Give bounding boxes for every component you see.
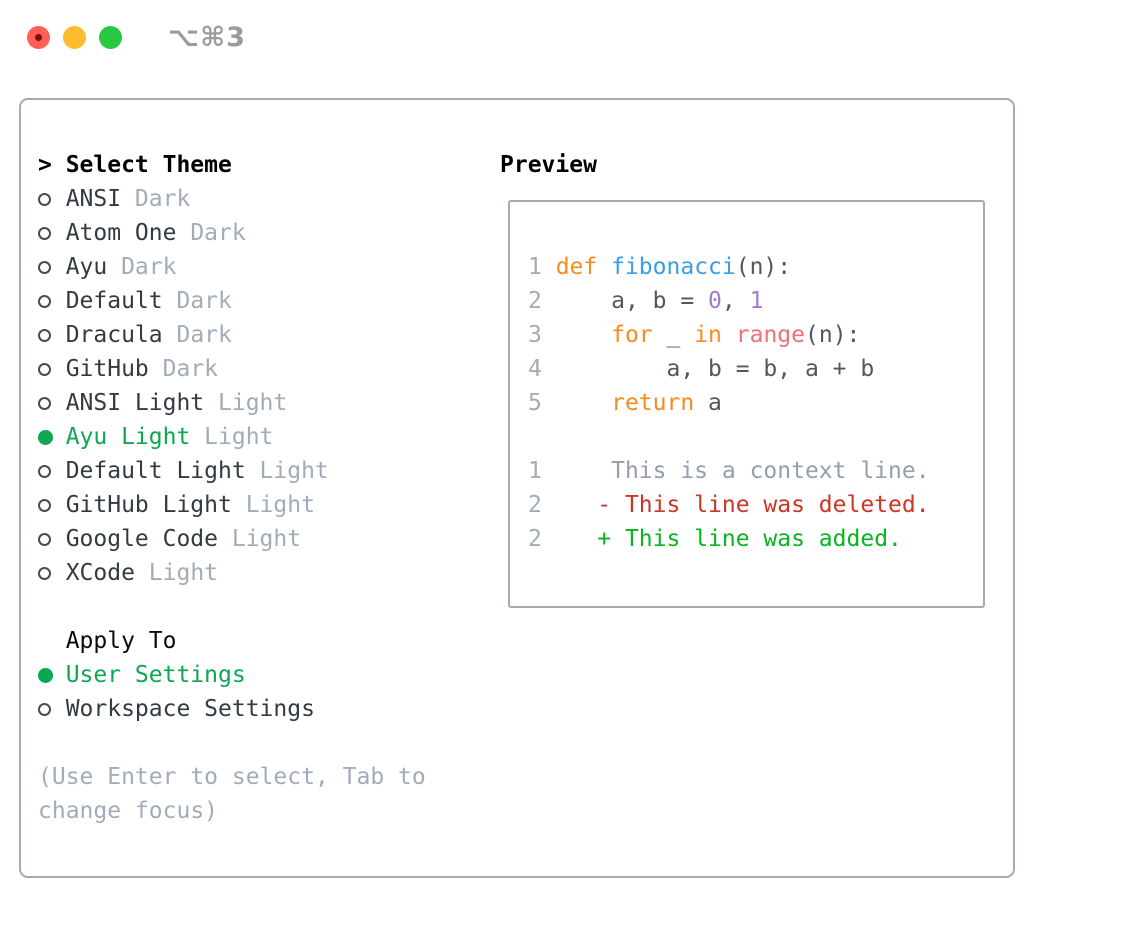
item-label: Ayu Light [65,424,191,450]
item-label: Atom One [65,220,177,246]
gap [38,726,458,760]
radio-selected-icon [38,667,66,683]
code-line: 1 def fibonacci(n): [528,254,792,280]
select-theme-title: Select Theme [65,152,232,178]
item-variant-label: Dark [176,322,232,348]
radio-icon [38,362,66,376]
radio-icon [38,192,66,206]
close-button[interactable] [27,26,50,49]
theme-item-github[interactable]: GitHub Dark [38,352,458,386]
item-label: Ayu [65,254,108,280]
item-label: Default [65,288,163,314]
diff-line-added: 2 + This line was added. [528,526,902,552]
theme-item-dracula[interactable]: Dracula Dark [38,318,458,352]
window-shortcut-label: ⌥⌘3 [168,22,246,53]
theme-item-atom-one[interactable]: Atom One Dark [38,216,458,250]
theme-item-xcode[interactable]: XCode Light [38,556,458,590]
minimize-button[interactable] [63,26,86,49]
theme-item-default-light[interactable]: Default Light Light [38,454,458,488]
code-preview: 1 def fibonacci(n): 2 a, b = 0, 1 3 for _ … [510,202,983,556]
gap [38,590,458,624]
theme-item-ansi[interactable]: ANSI Dark [38,182,458,216]
theme-item-ayu-light[interactable]: Ayu Light Light [38,420,458,454]
theme-item-default[interactable]: Default Dark [38,284,458,318]
item-variant-label: Dark [162,356,219,382]
code-line: 2 a, b = 0, 1 [528,288,764,314]
item-label: GitHub Light [65,492,232,518]
item-variant-label: Light [259,458,329,484]
item-variant-label: Dark [121,254,177,280]
apply-to-header: Apply To [65,628,177,654]
preview-box: 1 def fibonacci(n): 2 a, b = 0, 1 3 for _ … [508,200,985,608]
item-label: Google Code [65,526,219,552]
item-variant-label: Light [148,560,219,586]
blank-line [528,420,983,454]
item-variant-label: Dark [190,220,246,246]
radio-icon [38,396,66,410]
item-variant-label: Light [245,492,315,518]
item-variant-label: Light [204,424,274,450]
radio-icon [38,226,66,240]
radio-icon [38,260,66,274]
item-label: Dracula [65,322,163,348]
radio-icon [38,532,66,546]
item-variant-label: Dark [134,186,191,212]
apply-item-user-settings[interactable]: User Settings [38,658,458,692]
radio-icon [38,328,66,342]
close-dot-icon [35,34,42,41]
item-label: GitHub [65,356,149,382]
radio-icon [38,498,66,512]
radio-icon [38,566,66,580]
theme-item-ayu[interactable]: Ayu Dark [38,250,458,284]
diff-line-context: 1 This is a context line. [528,458,930,484]
apply-item-workspace-settings[interactable]: Workspace Settings [38,692,458,726]
radio-icon [38,702,66,716]
item-variant-label: Dark [176,288,232,314]
item-label: ANSI [65,186,122,212]
item-label: ANSI Light [65,390,205,416]
item-label: Workspace Settings [65,696,315,722]
code-line: 3 for _ in range(n): [528,322,861,348]
code-line: 5 return a [528,390,722,416]
theme-item-ansi-light[interactable]: ANSI Light Light [38,386,458,420]
select-theme-header: > Select Theme [38,148,458,182]
item-label: XCode [65,560,135,586]
zoom-button[interactable] [99,26,122,49]
radio-icon [38,294,66,308]
radio-icon [38,464,66,478]
diff-line-deleted: 2 - This line was deleted. [528,492,930,518]
titlebar: ⌥⌘3 [27,22,246,53]
theme-item-google-code[interactable]: Google Code Light [38,522,458,556]
preview-title: Preview [500,152,597,178]
focus-caret-icon: > [38,152,52,178]
theme-item-github-light[interactable]: GitHub Light Light [38,488,458,522]
item-variant-label: Light [231,526,302,552]
item-label: Default Light [65,458,246,484]
code-line: 4 a, b = b, a + b [528,356,875,382]
item-variant-label: Light [218,390,288,416]
radio-selected-icon [38,429,66,445]
help-text: (Use Enter to select, Tab to change focu… [38,764,426,824]
item-label: User Settings [65,662,246,688]
